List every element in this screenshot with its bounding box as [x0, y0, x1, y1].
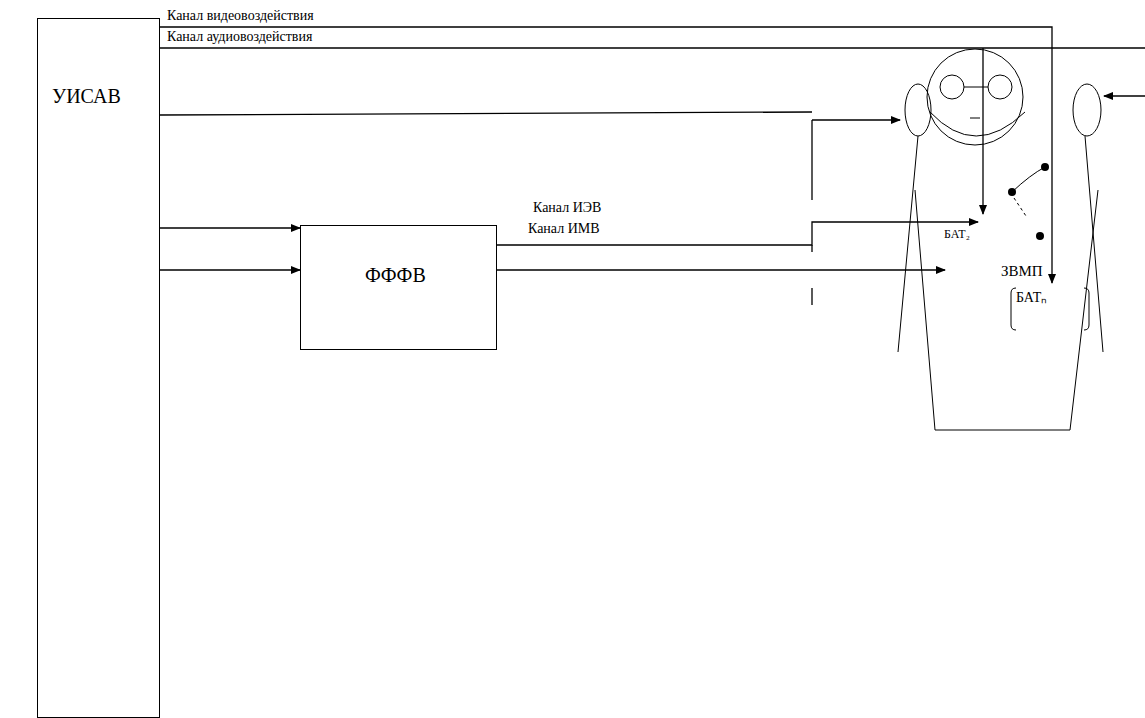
bracket-line	[811, 288, 812, 305]
channel-label: Канал аудиовоздействия	[166, 29, 313, 45]
connector	[160, 269, 300, 270]
acupoint-dot	[1041, 163, 1049, 171]
audio-branch-wire	[982, 48, 983, 214]
audio-channel-wire	[160, 47, 1145, 48]
ear	[1073, 84, 1101, 136]
torso-outline	[915, 190, 1098, 430]
acupoint-line	[1014, 198, 1026, 216]
torso-outline	[1085, 136, 1103, 352]
mouth	[970, 118, 980, 119]
iev-channel-wire	[497, 222, 978, 245]
audio-right-ear-arrow	[1104, 95, 1145, 96]
bracket-box: БАТₙ	[1010, 287, 1090, 331]
chin	[930, 112, 1025, 136]
video-channel-wire	[160, 27, 1052, 283]
bracket-path	[1011, 288, 1089, 330]
imv-channel-wire	[497, 269, 945, 270]
eye-bridge	[964, 87, 988, 88]
channel-label: Канал видеовоздействия	[166, 8, 315, 24]
eye	[988, 75, 1012, 99]
acupoint-dot	[1008, 188, 1016, 196]
bracket-line	[811, 245, 812, 252]
torso-outline	[898, 136, 918, 352]
channel-label: ЗВМП	[1000, 263, 1044, 280]
connector	[160, 227, 300, 228]
node-text: БАТₙ	[1016, 290, 1090, 306]
system-block: УИСАВ	[37, 18, 160, 718]
audio-left-ear-arrow	[812, 119, 900, 120]
channel-label: Канал ИМВ	[527, 221, 601, 237]
acupoint-line	[1012, 167, 1045, 192]
node-text: ФФФВ	[365, 264, 496, 287]
ear	[905, 84, 931, 136]
head	[927, 49, 1023, 145]
audio-left-ear-wire	[160, 112, 812, 115]
channel-label: БАТ₂	[943, 228, 971, 242]
node-text: УИСАВ	[52, 85, 159, 108]
process-box: ФФФВ	[300, 225, 497, 350]
eye	[940, 75, 964, 99]
channel-label: Канал ИЭВ	[532, 200, 602, 216]
acupoint-dot	[1036, 232, 1044, 240]
bracket-line	[811, 120, 812, 200]
